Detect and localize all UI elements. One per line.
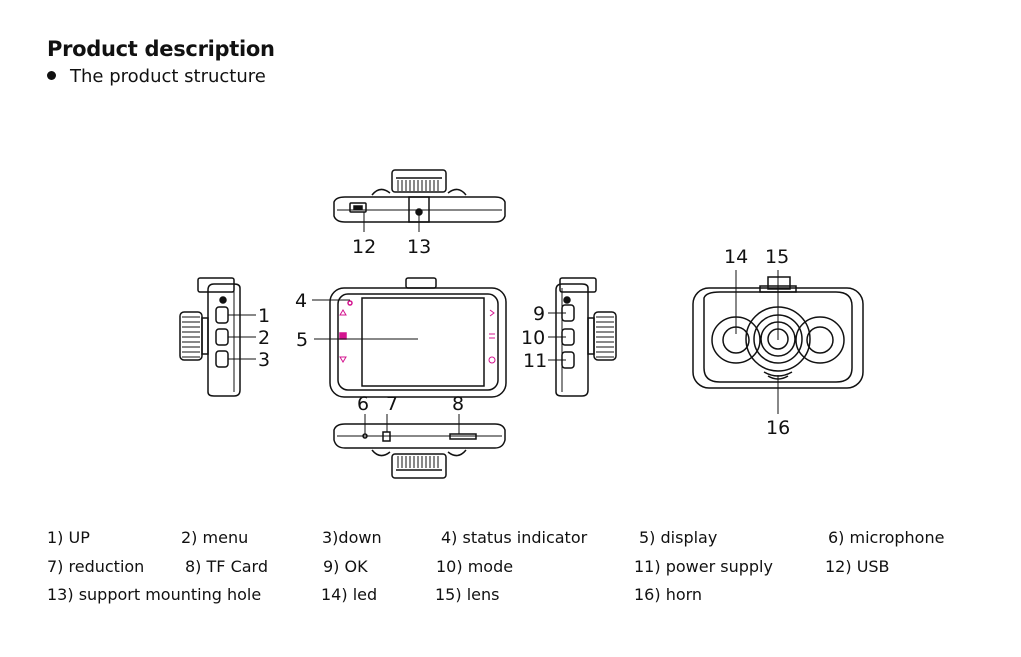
callout-12: 12 xyxy=(352,236,376,258)
callout-2: 2 xyxy=(258,327,270,349)
legend-item: 14) led xyxy=(321,585,378,604)
callout-7: 7 xyxy=(386,393,398,415)
legend-item: 12) USB xyxy=(825,557,890,576)
legend-item: 8) TF Card xyxy=(185,557,268,576)
bullet-icon xyxy=(47,70,56,80)
callout-3: 3 xyxy=(258,349,270,371)
legend-item: 5) display xyxy=(639,528,718,547)
callout-4: 4 xyxy=(295,290,307,312)
bullet-line: The product structure xyxy=(47,66,266,87)
legend-item: 16) horn xyxy=(634,585,703,604)
legend-item: 2) menu xyxy=(181,528,249,547)
callout-13: 13 xyxy=(407,236,431,258)
page-heading: Product description xyxy=(47,37,275,61)
legend-item: 6) microphone xyxy=(828,528,945,547)
callout-11: 11 xyxy=(523,350,547,372)
legend-item: 3)down xyxy=(322,528,382,547)
legend-item: 4) status indicator xyxy=(441,528,588,547)
callout-10: 10 xyxy=(521,327,545,349)
callout-1: 1 xyxy=(258,305,270,327)
top-view xyxy=(333,169,506,232)
callout-15: 15 xyxy=(765,246,789,268)
left-side-view xyxy=(179,277,256,397)
legend-item: 7) reduction xyxy=(47,557,145,576)
callout-9: 9 xyxy=(533,303,545,325)
callout-5: 5 xyxy=(296,329,308,351)
callout-16: 16 xyxy=(766,417,790,439)
subheading: The product structure xyxy=(70,66,266,87)
front-screen-view xyxy=(312,277,507,398)
bottom-view xyxy=(333,414,506,479)
callout-14: 14 xyxy=(724,246,748,268)
callout-8: 8 xyxy=(452,393,464,415)
legend-item: 13) support mounting hole xyxy=(47,585,262,604)
callout-6: 6 xyxy=(357,393,369,415)
legend-item: 11) power supply xyxy=(634,557,773,576)
legend-item: 15) lens xyxy=(435,585,500,604)
legend-item: 9) OK xyxy=(323,557,368,576)
back-view xyxy=(692,270,864,414)
right-side-view xyxy=(548,277,617,397)
legend-item: 10) mode xyxy=(436,557,514,576)
legend-item: 1) UP xyxy=(47,528,90,547)
